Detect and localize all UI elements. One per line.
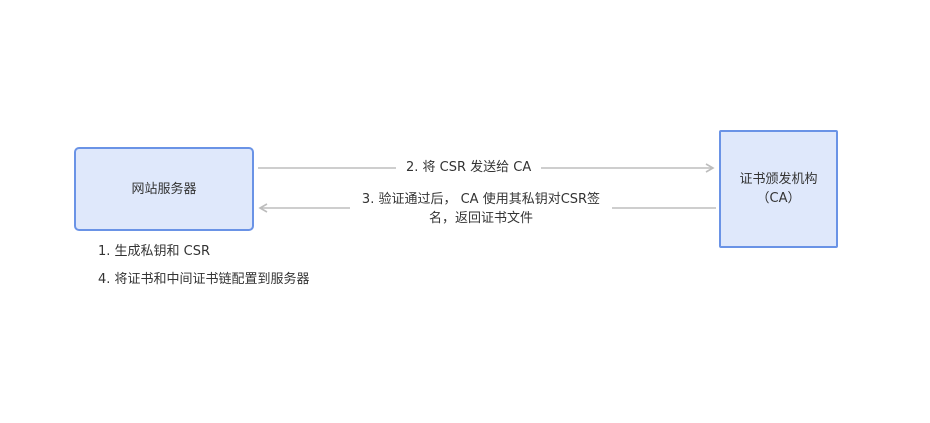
- website-server-label: 网站服务器: [131, 181, 197, 197]
- edge-label-send-csr: 2. 将 CSR 发送给 CA: [396, 158, 542, 177]
- ca-label-line2: （CA）: [756, 191, 801, 206]
- website-server-node[interactable]: 网站服务器: [74, 147, 254, 231]
- edge-label-return-cert-line1: 3. 验证通过后， CA 使用其私钥对CSR签: [361, 192, 601, 207]
- certificate-authority-node[interactable]: 证书颁发机构 （CA）: [719, 130, 838, 248]
- note-configure-cert-chain: 4. 将证书和中间证书链配置到服务器: [98, 272, 310, 287]
- edge-label-return-cert: 3. 验证通过后， CA 使用其私钥对CSR签 名，返回证书文件: [350, 190, 612, 228]
- ca-label-line1: 证书颁发机构: [739, 172, 818, 187]
- note-generate-key-csr: 1. 生成私钥和 CSR: [98, 244, 211, 259]
- edge-label-return-cert-line2: 名，返回证书文件: [428, 211, 533, 226]
- edge-label-send-csr-text: 2. 将 CSR 发送给 CA: [406, 160, 532, 175]
